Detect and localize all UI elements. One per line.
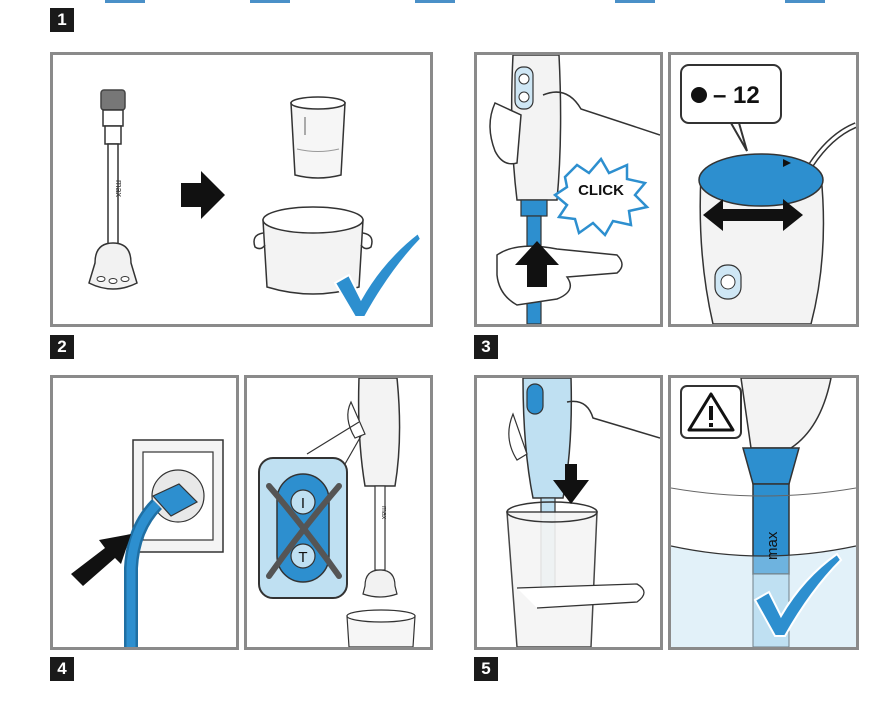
warning-icon bbox=[680, 385, 742, 439]
max-label: max bbox=[380, 506, 387, 520]
panel-step-3-attach: CLICK bbox=[474, 52, 663, 327]
arrow-right-icon bbox=[181, 171, 225, 219]
panel-step-5-insert bbox=[474, 375, 663, 650]
speed-range-label: – 12 bbox=[713, 82, 760, 109]
blender-shaft: max bbox=[88, 89, 138, 290]
arrow-right-icon bbox=[71, 534, 131, 586]
max-label: max bbox=[114, 180, 124, 198]
step-number-5: 5 bbox=[474, 657, 498, 681]
panel-step-4-plug bbox=[50, 375, 239, 650]
arrow-down-icon bbox=[553, 464, 589, 504]
check-icon bbox=[753, 552, 843, 637]
top-mark bbox=[415, 0, 455, 3]
button-t-label: T bbox=[298, 549, 307, 566]
check-icon bbox=[333, 231, 423, 318]
panel-step-4-buttons: max I T bbox=[244, 375, 433, 650]
step-number-1: 1 bbox=[50, 8, 74, 32]
top-mark bbox=[785, 0, 825, 3]
top-mark bbox=[615, 0, 655, 3]
cooking-pot bbox=[253, 206, 373, 295]
click-label: CLICK bbox=[578, 182, 624, 199]
click-burst: CLICK bbox=[552, 156, 650, 238]
panel-step-3-speed: – 12 bbox=[668, 52, 859, 327]
cross-icon bbox=[266, 483, 342, 579]
button-i-label: I bbox=[301, 495, 305, 512]
step-number-3: 3 bbox=[474, 335, 498, 359]
dot-icon bbox=[691, 87, 707, 103]
step-number-2: 2 bbox=[50, 335, 74, 359]
beaker bbox=[290, 96, 346, 179]
double-arrow-icon bbox=[703, 199, 803, 231]
top-mark bbox=[250, 0, 290, 3]
step-number-4: 4 bbox=[50, 657, 74, 681]
max-label: max bbox=[764, 531, 781, 560]
top-mark bbox=[105, 0, 145, 3]
panel-step-1: max bbox=[50, 52, 433, 327]
arrow-up-icon bbox=[515, 241, 559, 287]
panel-step-5-maxline: max bbox=[668, 375, 859, 650]
speed-dial[interactable] bbox=[698, 153, 824, 207]
